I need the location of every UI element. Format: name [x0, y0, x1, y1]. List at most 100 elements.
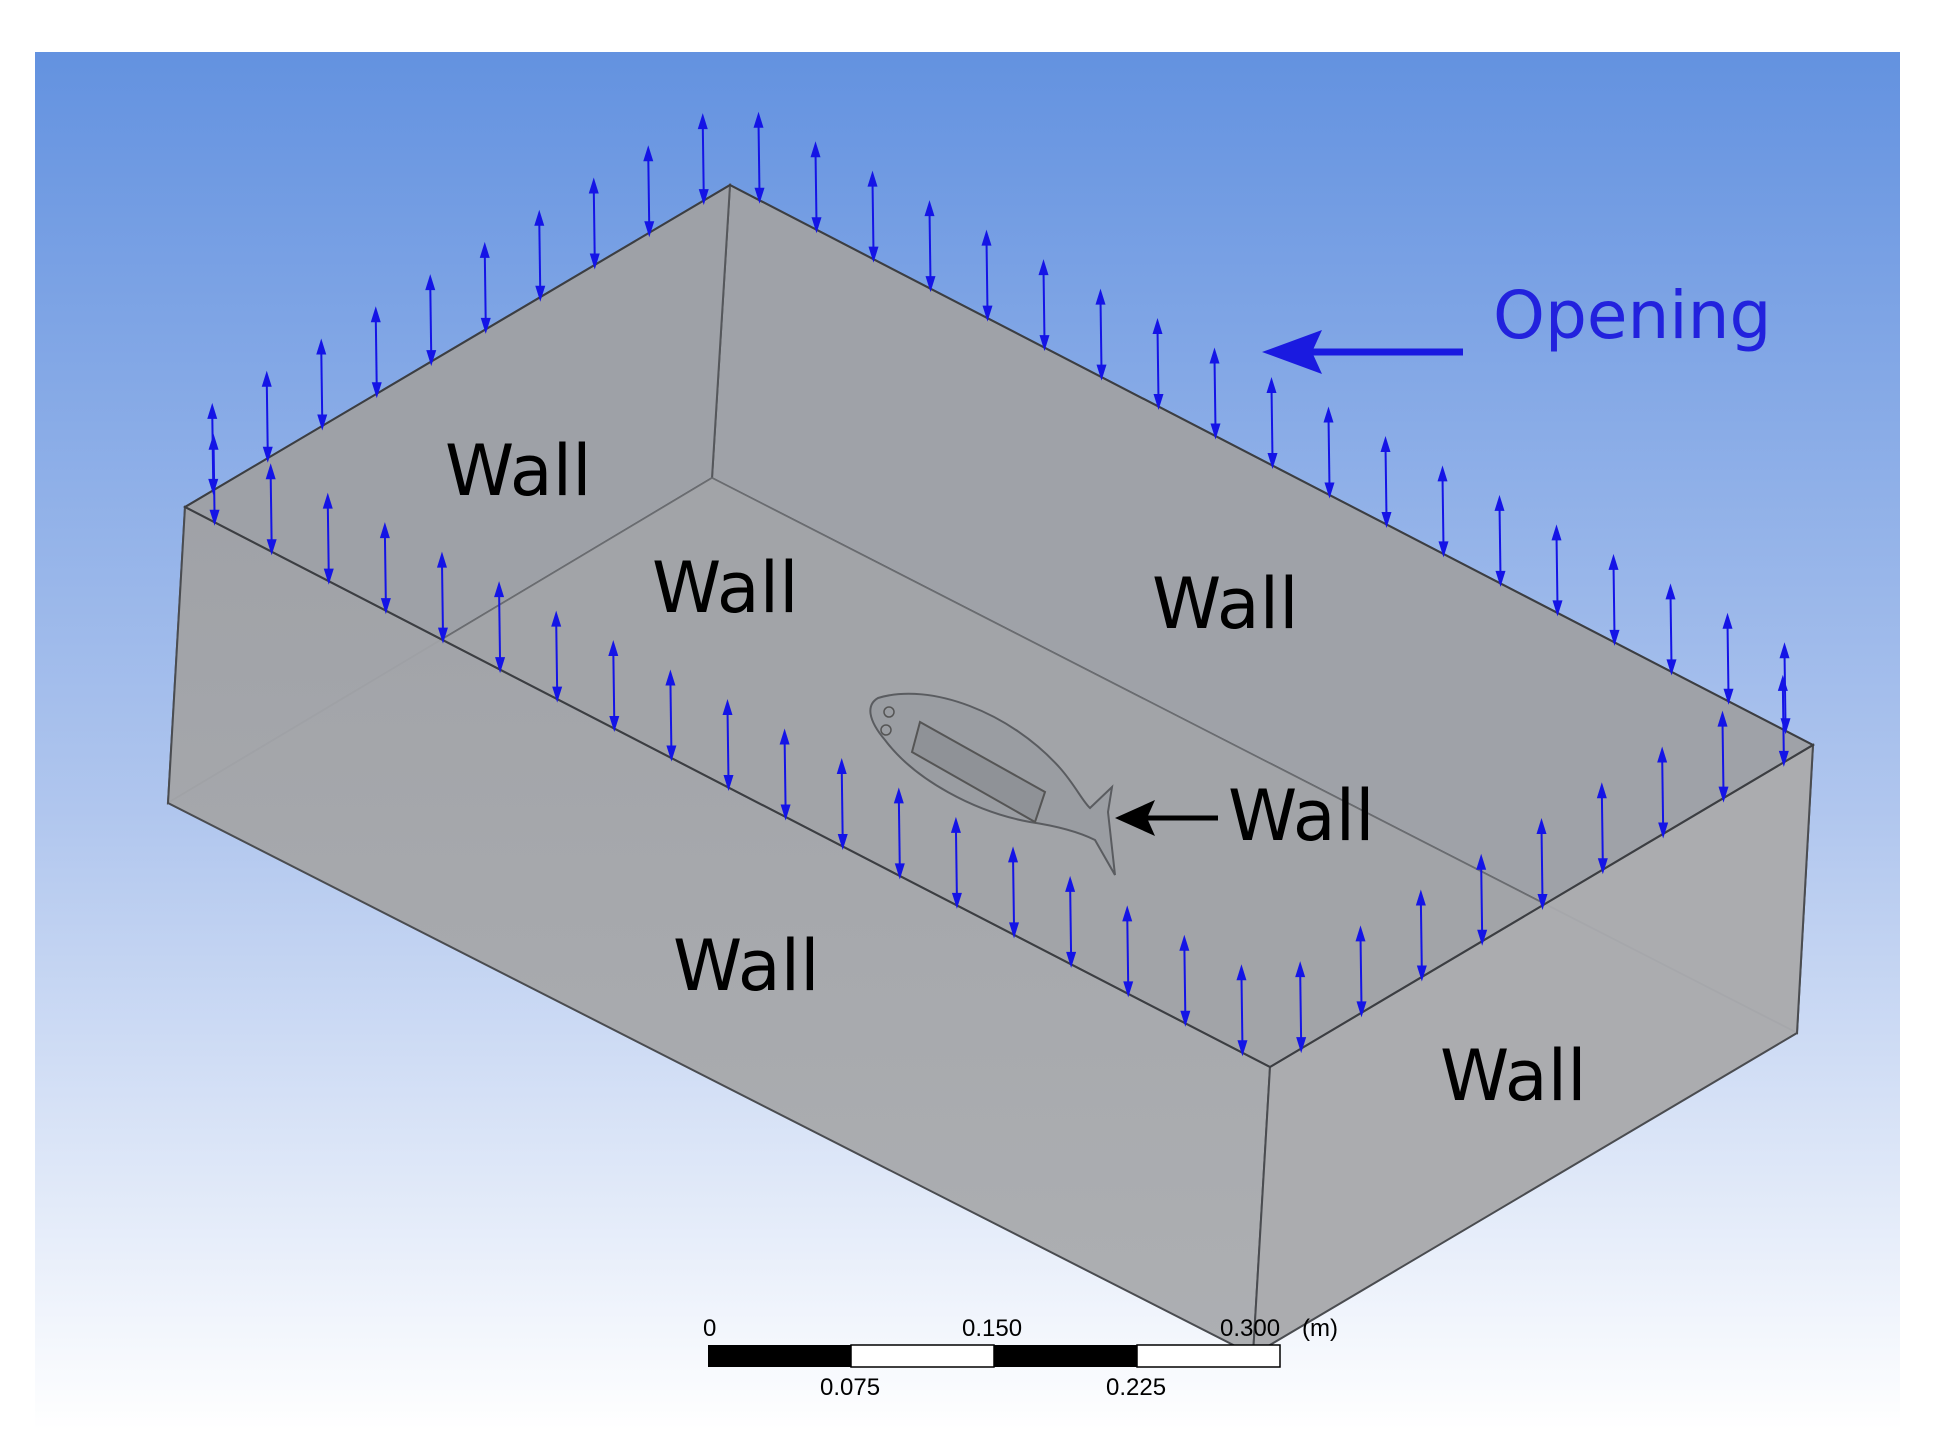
arrowhead-up-icon [1596, 782, 1607, 799]
double-headed-arrow-icon [871, 180, 875, 253]
arrowhead-down-icon [1324, 482, 1335, 499]
arrowhead-up-icon [1657, 746, 1668, 763]
arrowhead-down-icon [1778, 750, 1789, 767]
arrowhead-down-icon [1180, 1010, 1191, 1027]
arrowhead-up-icon [479, 241, 490, 258]
double-headed-arrow-icon [1359, 935, 1363, 1008]
arrowhead-down-icon [1666, 659, 1677, 676]
arrowhead-down-icon [982, 305, 993, 322]
arrowhead-up-icon [534, 209, 545, 226]
arrowhead-down-icon [323, 568, 334, 585]
arrowhead-up-icon [722, 699, 733, 715]
double-headed-arrow-icon [897, 797, 901, 870]
double-headed-arrow-icon [701, 123, 705, 196]
arrowhead-down-icon [1039, 335, 1050, 352]
wall-label-front: Wall [673, 925, 820, 1007]
arrowhead-down-icon [1597, 858, 1608, 875]
arrowhead-up-icon [1415, 889, 1426, 906]
double-headed-arrow-icon [1661, 756, 1665, 829]
arrowhead-down-icon [495, 657, 506, 674]
opening-pointer-arrowhead [1262, 330, 1322, 374]
wall-label-left-back: Wall [445, 430, 592, 512]
arrowhead-up-icon [1536, 818, 1547, 834]
double-headed-arrow-icon [374, 316, 378, 389]
double-headed-arrow-icon [783, 738, 787, 811]
arrowhead-down-icon [1066, 951, 1077, 968]
arrowhead-up-icon [370, 306, 381, 323]
scale-segment-2 [850, 1344, 995, 1368]
double-headed-arrow-icon [1555, 534, 1559, 607]
arrowhead-down-icon [1416, 965, 1427, 982]
arrowhead-down-icon [380, 598, 391, 615]
double-headed-arrow-icon [1480, 863, 1484, 936]
arrowhead-up-icon [950, 816, 961, 833]
arrowhead-up-icon [753, 111, 764, 128]
double-headed-arrow-icon [1213, 357, 1217, 430]
arrowhead-up-icon [551, 610, 562, 627]
arrowhead-up-icon [1494, 494, 1505, 511]
arrowhead-down-icon [1609, 629, 1620, 646]
double-headed-arrow-icon [1183, 944, 1187, 1017]
arrowhead-up-icon [1551, 524, 1562, 541]
arrowhead-down-icon [262, 446, 273, 463]
arrowhead-up-icon [1152, 318, 1163, 335]
arrowhead-up-icon [810, 141, 821, 158]
double-headed-arrow-icon [1270, 386, 1274, 460]
domain-box [166, 183, 1816, 1357]
arrowhead-down-icon [1658, 822, 1669, 839]
arrowhead-down-icon [951, 892, 962, 909]
arrowhead-up-icon [836, 757, 847, 774]
arrowhead-up-icon [867, 170, 878, 187]
scale-segment-4 [1136, 1344, 1281, 1368]
arrowhead-up-icon [1236, 964, 1247, 981]
arrowhead-up-icon [265, 463, 276, 480]
double-headed-arrow-icon [592, 187, 596, 260]
arrowhead-up-icon [665, 669, 676, 686]
arrowhead-up-icon [1008, 846, 1019, 863]
arrowhead-up-icon [316, 338, 327, 355]
arrowhead-up-icon [322, 492, 333, 509]
arrowhead-up-icon [1476, 853, 1487, 870]
scale-tick-0300: 0.300 [1220, 1315, 1280, 1342]
double-headed-arrow-icon [440, 561, 444, 634]
wall-label-back-floor: Wall [652, 547, 799, 629]
arrowhead-down-icon [1267, 453, 1278, 469]
arrowhead-up-icon [697, 113, 708, 130]
arrowhead-up-icon [1295, 961, 1306, 978]
arrowhead-down-icon [371, 382, 382, 399]
arrowhead-down-icon [437, 627, 448, 644]
double-headed-arrow-icon [647, 155, 651, 228]
double-headed-arrow-icon [814, 151, 818, 224]
double-headed-arrow-icon [726, 708, 730, 782]
arrowhead-down-icon [209, 509, 220, 526]
arrowhead-down-icon [1009, 922, 1020, 939]
double-headed-arrow-icon [1612, 563, 1616, 636]
arrowhead-up-icon [1038, 259, 1049, 276]
double-headed-arrow-icon [1540, 827, 1544, 901]
scale-unit: (m) [1302, 1315, 1338, 1342]
arrowhead-down-icon [666, 745, 677, 762]
fish-wall-callout: Wall [1115, 775, 1375, 857]
arrowhead-up-icon [261, 370, 272, 387]
arrowhead-up-icon [379, 522, 390, 539]
fish-pointer-arrowhead [1115, 800, 1155, 836]
double-headed-arrow-icon [757, 121, 761, 194]
double-headed-arrow-icon [1721, 720, 1725, 793]
double-headed-arrow-icon [269, 473, 273, 546]
opening-callout: Opening [1262, 277, 1771, 374]
double-headed-arrow-icon [1498, 504, 1502, 577]
scale-tick-0075: 0.075 [820, 1374, 880, 1401]
scale-segment-3 [994, 1345, 1137, 1367]
arrowhead-up-icon [436, 551, 447, 568]
double-headed-arrow-icon [1726, 622, 1730, 695]
arrowhead-down-icon [1296, 1037, 1307, 1054]
double-headed-arrow-icon [840, 767, 844, 840]
double-headed-arrow-icon [1042, 269, 1046, 342]
arrowhead-up-icon [494, 581, 505, 598]
double-headed-arrow-icon [1069, 885, 1073, 958]
wall-label-back: Wall [1152, 563, 1299, 645]
arrowhead-down-icon [1718, 786, 1729, 803]
arrowhead-up-icon [1179, 934, 1190, 951]
double-headed-arrow-icon [1240, 974, 1244, 1047]
